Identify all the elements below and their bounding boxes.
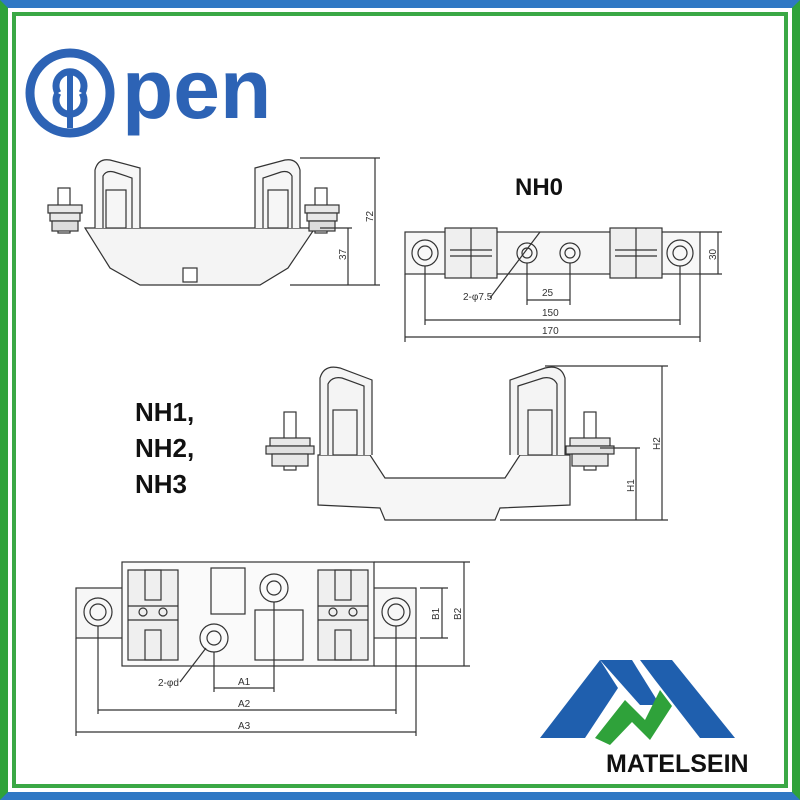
nh0-top-view	[404, 227, 722, 342]
dim-height-total: 72	[365, 210, 376, 222]
matelsein-logo: MATELSEIN	[540, 660, 749, 778]
label-nh3: NH3	[135, 469, 187, 499]
inner-frame	[12, 12, 788, 788]
dim-spacing: 25	[542, 288, 554, 299]
dim-a3: A3	[238, 721, 251, 732]
matelsein-wordmark: MATELSEIN	[606, 750, 749, 778]
dim-b2: B2	[453, 607, 464, 620]
label-nh1: NH1,	[135, 397, 194, 427]
dim-inner-length: 150	[542, 308, 559, 319]
open-logo: pen	[25, 42, 271, 138]
dim-hole-nh123: 2-φd	[158, 678, 179, 689]
dim-outer-length: 170	[542, 326, 559, 337]
logo-wordmark: pen	[122, 42, 271, 136]
dim-h1: H1	[626, 479, 637, 492]
dim-hole-nh0: 2-φ7.5	[463, 292, 493, 303]
nh0-side-view	[47, 157, 380, 286]
dim-a1: A1	[238, 677, 251, 688]
dim-a2: A2	[238, 699, 251, 710]
nh123-top-view	[75, 561, 470, 736]
label-nh0: NH0	[515, 174, 563, 201]
nh123-side-view	[265, 365, 668, 521]
dim-h2: H2	[652, 437, 663, 450]
logo-o-ring	[25, 48, 115, 138]
dim-width-side: 30	[708, 248, 719, 260]
dim-b1: B1	[431, 607, 442, 620]
label-nh2: NH2,	[135, 433, 194, 463]
dim-height-base: 37	[338, 248, 349, 260]
